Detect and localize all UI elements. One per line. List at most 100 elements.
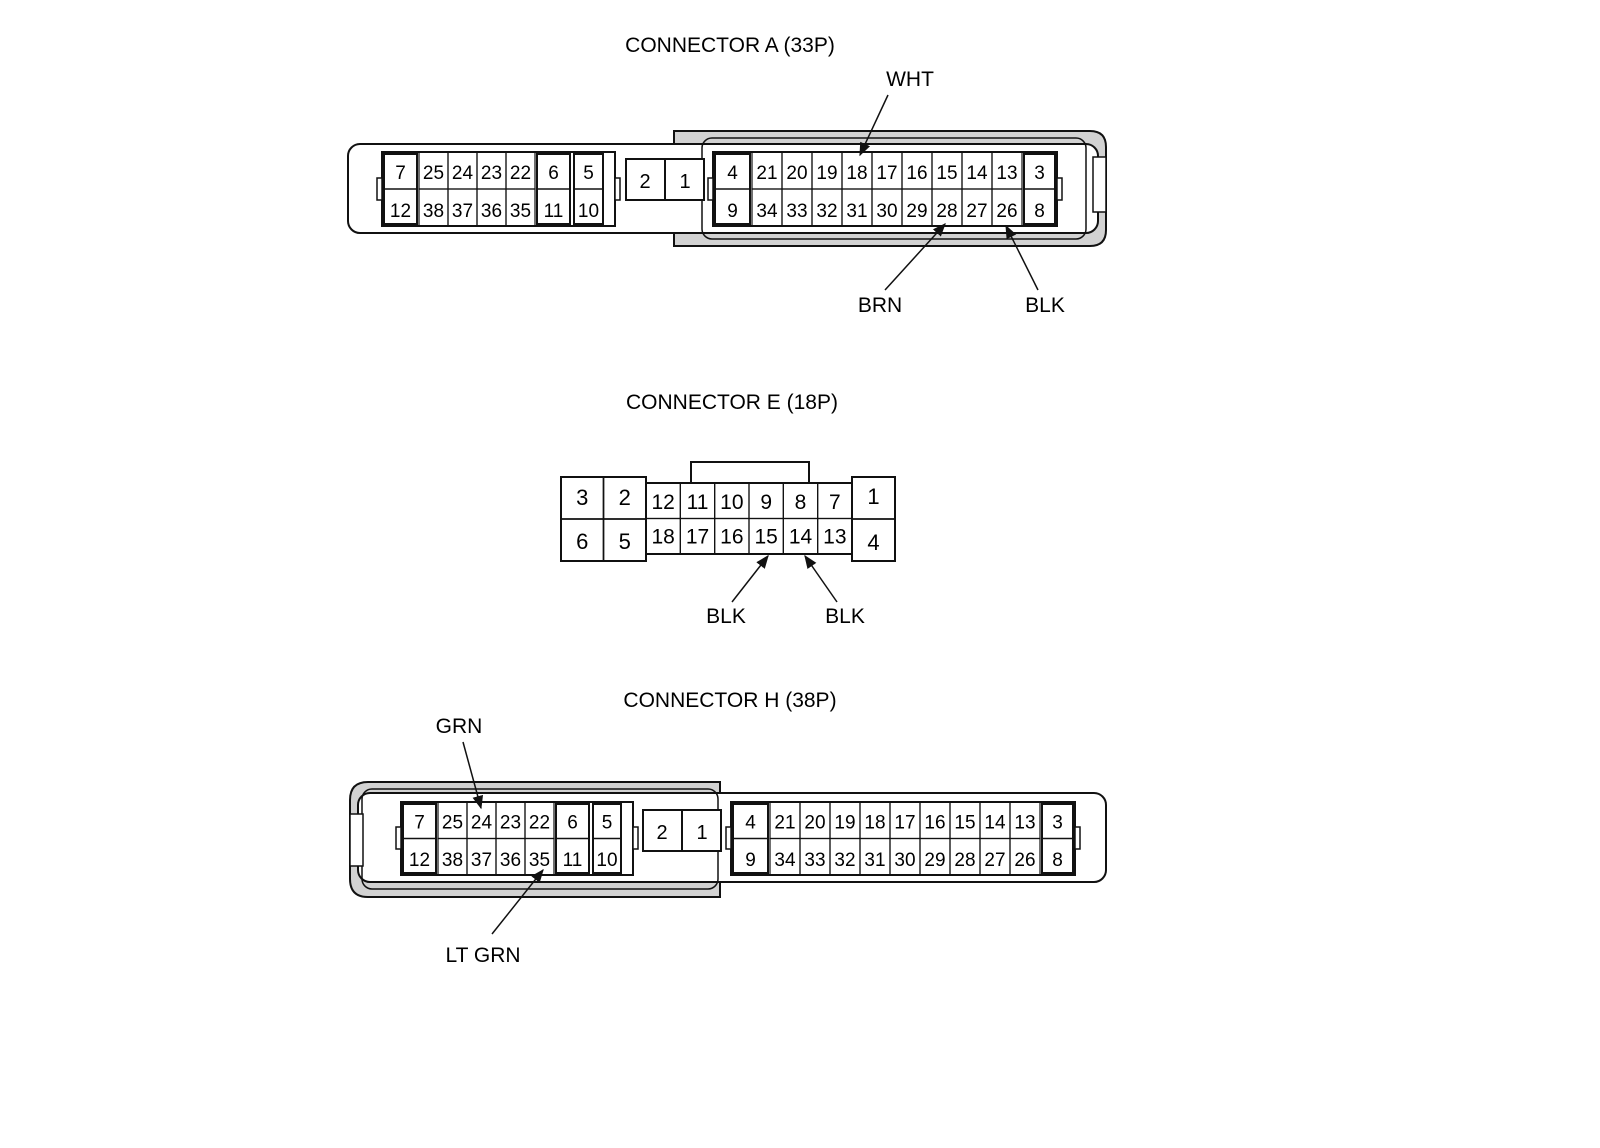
terminal-label: 14 [789, 526, 813, 549]
terminal-cavity [505, 188, 536, 227]
wire-arrow [491, 868, 544, 935]
terminal-label: 23 [500, 813, 521, 834]
terminal-label: 35 [510, 201, 531, 222]
terminal-label: 38 [423, 201, 444, 222]
terminal-cavity [851, 518, 896, 562]
terminal-label: 10 [720, 491, 743, 514]
terminal-label: 13 [1014, 813, 1035, 834]
terminal-label: 17 [876, 163, 897, 184]
terminal-label: 7 [395, 163, 406, 184]
terminal-label: 20 [804, 813, 825, 834]
terminal-label: 8 [1052, 850, 1063, 871]
connector-a-latch [1092, 156, 1107, 213]
connector-h-right-key [1074, 826, 1081, 850]
terminal-label: 25 [423, 163, 444, 184]
wire-color-label: LT GRN [445, 944, 520, 967]
terminal-label: 32 [834, 850, 855, 871]
terminal-label: 3 [576, 485, 588, 510]
terminal-label: 36 [481, 201, 502, 222]
wire-arrow [1005, 224, 1039, 291]
terminal-label: 26 [1014, 850, 1035, 871]
terminal-label: 10 [596, 850, 617, 871]
terminal-label: 28 [954, 850, 975, 871]
wire-color-label: BLK [1025, 294, 1065, 317]
terminal-label: 1 [867, 484, 879, 509]
terminal-label: 29 [906, 201, 927, 222]
terminal-label: 24 [471, 813, 493, 834]
connector-e-lock-tab [690, 461, 810, 484]
terminal-label: 11 [544, 201, 564, 222]
connector-a-left-key [614, 177, 621, 201]
terminal-label: 15 [936, 163, 957, 184]
terminal-label: 14 [966, 163, 988, 184]
terminal-label: 9 [745, 850, 756, 871]
terminal-label: 34 [774, 850, 796, 871]
terminal-label: 18 [846, 163, 867, 184]
wire-arrow [731, 554, 769, 603]
terminal-label: 3 [1052, 813, 1063, 834]
terminal-label: 17 [686, 526, 709, 549]
wire-color-label: BLK [825, 605, 865, 628]
connector-h-latch [349, 813, 364, 867]
terminal-label: 1 [696, 822, 707, 844]
wire-arrow [804, 554, 838, 603]
terminal-label: 33 [786, 201, 807, 222]
connector-a-right-key [707, 177, 714, 201]
terminal-label: 12 [409, 850, 430, 871]
wire-arrow [859, 94, 889, 157]
connector-a: CONNECTOR A (33P) 7122538243723362235611… [347, 34, 1107, 317]
terminal-label: 3 [1034, 163, 1045, 184]
terminal-label: 35 [529, 850, 550, 871]
terminal-label: 18 [651, 526, 674, 549]
terminal-label: 37 [452, 201, 473, 222]
wire-color-label: BRN [858, 294, 902, 317]
terminal-label: 16 [720, 526, 743, 549]
terminal-label: 4 [867, 530, 879, 555]
terminal-label: 6 [567, 813, 578, 834]
terminal-label: 31 [864, 850, 885, 871]
terminal-label: 17 [894, 813, 915, 834]
terminal-label: 2 [656, 822, 667, 844]
terminal-label: 30 [894, 850, 915, 871]
terminal-label: 12 [651, 491, 674, 514]
wire-arrow [884, 223, 946, 291]
terminal-label: 22 [529, 813, 550, 834]
connector-h-left-key [395, 826, 402, 850]
terminal-label: 16 [924, 813, 945, 834]
wire-color-label: BLK [706, 605, 746, 628]
connector-e-title: CONNECTOR E (18P) [626, 391, 838, 414]
terminal-label: 5 [602, 813, 613, 834]
terminal-label: 7 [414, 813, 425, 834]
connector-h-right-key [725, 826, 732, 850]
terminal-label: 21 [774, 813, 795, 834]
terminal-label: 36 [500, 850, 521, 871]
terminal-label: 21 [756, 163, 777, 184]
terminal-label: 4 [727, 163, 738, 184]
terminal-label: 7 [829, 491, 841, 514]
terminal-label: 33 [804, 850, 825, 871]
terminal-label: 19 [834, 813, 855, 834]
terminal-label: 31 [846, 201, 867, 222]
terminal-label: 2 [619, 485, 631, 510]
terminal-label: 1 [679, 171, 690, 193]
terminal-label: 27 [984, 850, 1005, 871]
terminal-label: 25 [442, 813, 463, 834]
terminal-label: 6 [548, 163, 559, 184]
connector-h-left-key [632, 826, 639, 850]
terminal-label: 26 [996, 201, 1017, 222]
connector-a-left-key [376, 177, 383, 201]
terminal-label: 11 [563, 850, 583, 871]
terminal-label: 9 [727, 201, 738, 222]
terminal-label: 23 [481, 163, 502, 184]
connector-a-title: CONNECTOR A (33P) [625, 34, 835, 57]
terminal-label: 6 [576, 529, 588, 554]
terminal-label: 20 [786, 163, 807, 184]
terminal-label: 15 [754, 526, 777, 549]
terminal-label: 30 [876, 201, 897, 222]
terminal-label: 28 [936, 201, 957, 222]
terminal-label: 22 [510, 163, 531, 184]
terminal-label: 12 [390, 201, 411, 222]
wire-color-label: WHT [886, 68, 934, 91]
